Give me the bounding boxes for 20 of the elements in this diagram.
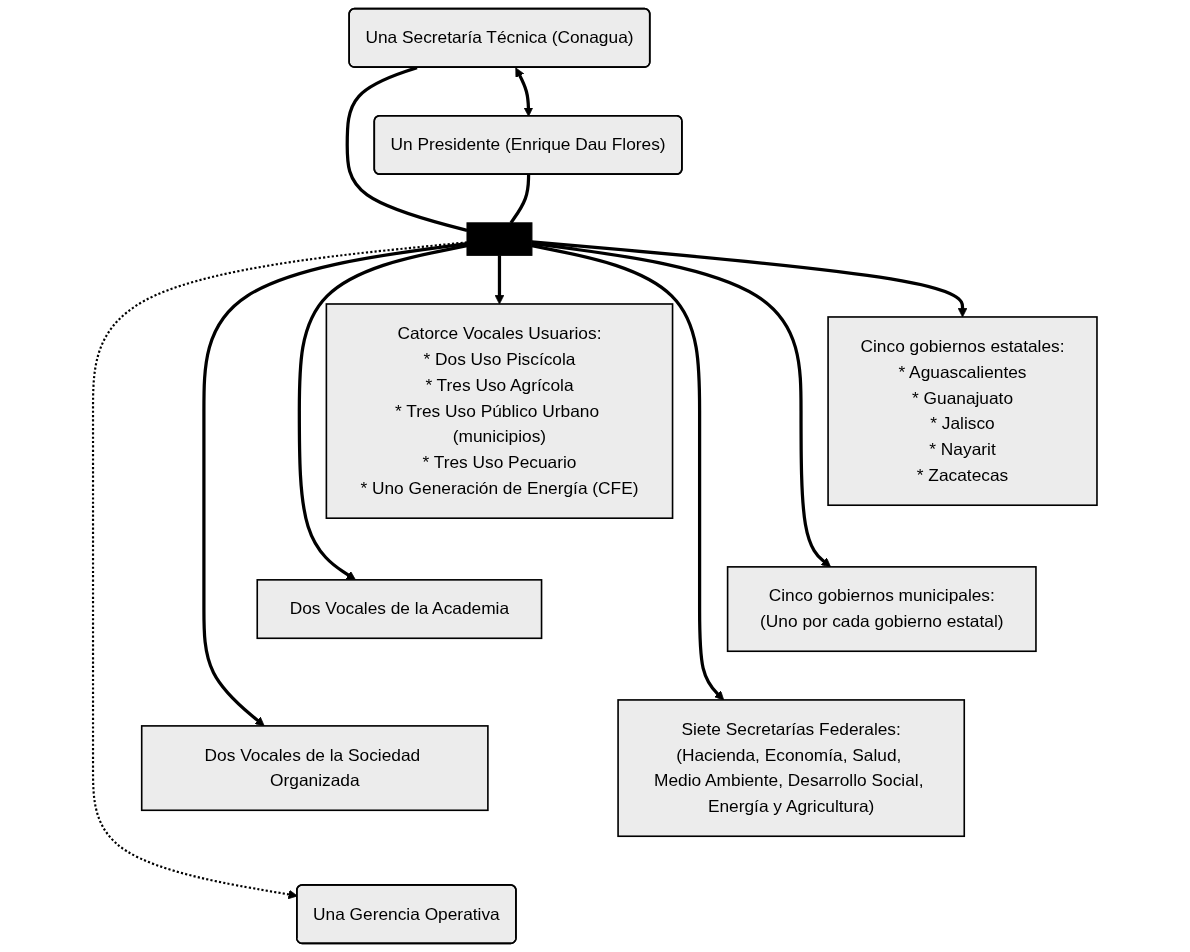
bus-bar	[466, 222, 533, 256]
process-box: Siete Secretarías Federales: (Hacienda, Economía, Salud, Medio Ambiente, Desarrollo Social, Energía y Agricultura)	[617, 699, 966, 838]
arrow	[531, 240, 968, 318]
rounded-box: Un Presidente (Enrique Dau Flores)	[373, 114, 683, 175]
arrow	[297, 244, 468, 581]
process-box: Cinco gobiernos estatales: * Aguascalientes * Guanajuato * Jalisco * Nayarit * Zacatecas	[827, 316, 1098, 506]
process-box: Dos Vocales de la Sociedad Organizada	[140, 725, 489, 812]
arrow	[515, 67, 534, 117]
arrow	[91, 241, 468, 900]
connector-line	[345, 66, 468, 232]
arrow	[531, 244, 725, 701]
process-box: Catorce Vocales Usuarios: * Dos Uso Piscícola * Tres Uso Agrícola * Tres Uso Público Urbano (municipios) * Tres Uso Pecuario * Uno Generación de Energía (CFE)	[325, 303, 674, 519]
arrow	[202, 241, 468, 727]
process-box: Dos Vocales de la Academia	[256, 579, 543, 640]
arrow	[494, 255, 505, 305]
rounded-box: Una Gerencia Operativa	[296, 884, 517, 945]
rounded-box: Una Secretaría Técnica (Conagua)	[348, 7, 651, 68]
connector-line	[509, 174, 531, 224]
arrow	[531, 241, 831, 568]
process-box: Cinco gobiernos municipales: (Uno por cada gobierno estatal)	[726, 566, 1037, 653]
